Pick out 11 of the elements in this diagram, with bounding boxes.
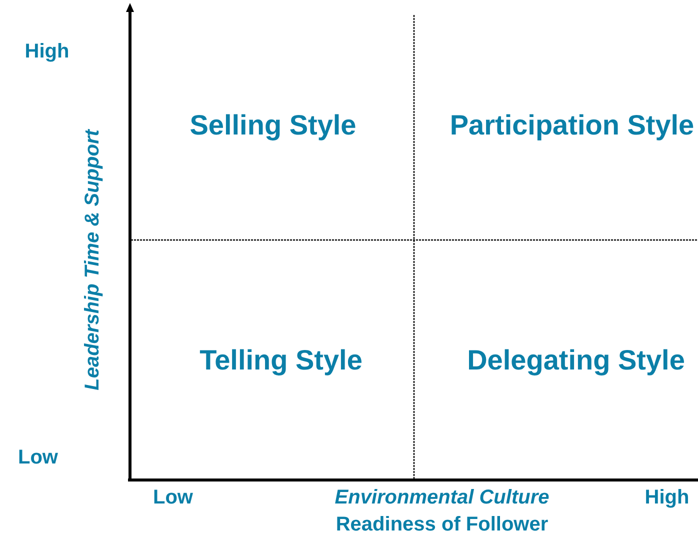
quadrant-label: Delegating Style (466, 344, 686, 378)
axis-title: Leadership Time & Support (80, 130, 104, 390)
quadrant-label: Selling Style (188, 108, 358, 142)
quadrant-label: Participation Style (448, 108, 696, 142)
axis-title: Environmental Culture (334, 486, 550, 510)
quadrant-label: Telling Style (198, 344, 364, 378)
axis-value-label: High (644, 486, 690, 510)
axis-value-label: Low (18, 446, 58, 470)
axis-value-label: Low (153, 486, 193, 510)
axis-title: Readiness of Follower (336, 512, 548, 536)
axis-value-label: High (24, 40, 70, 64)
